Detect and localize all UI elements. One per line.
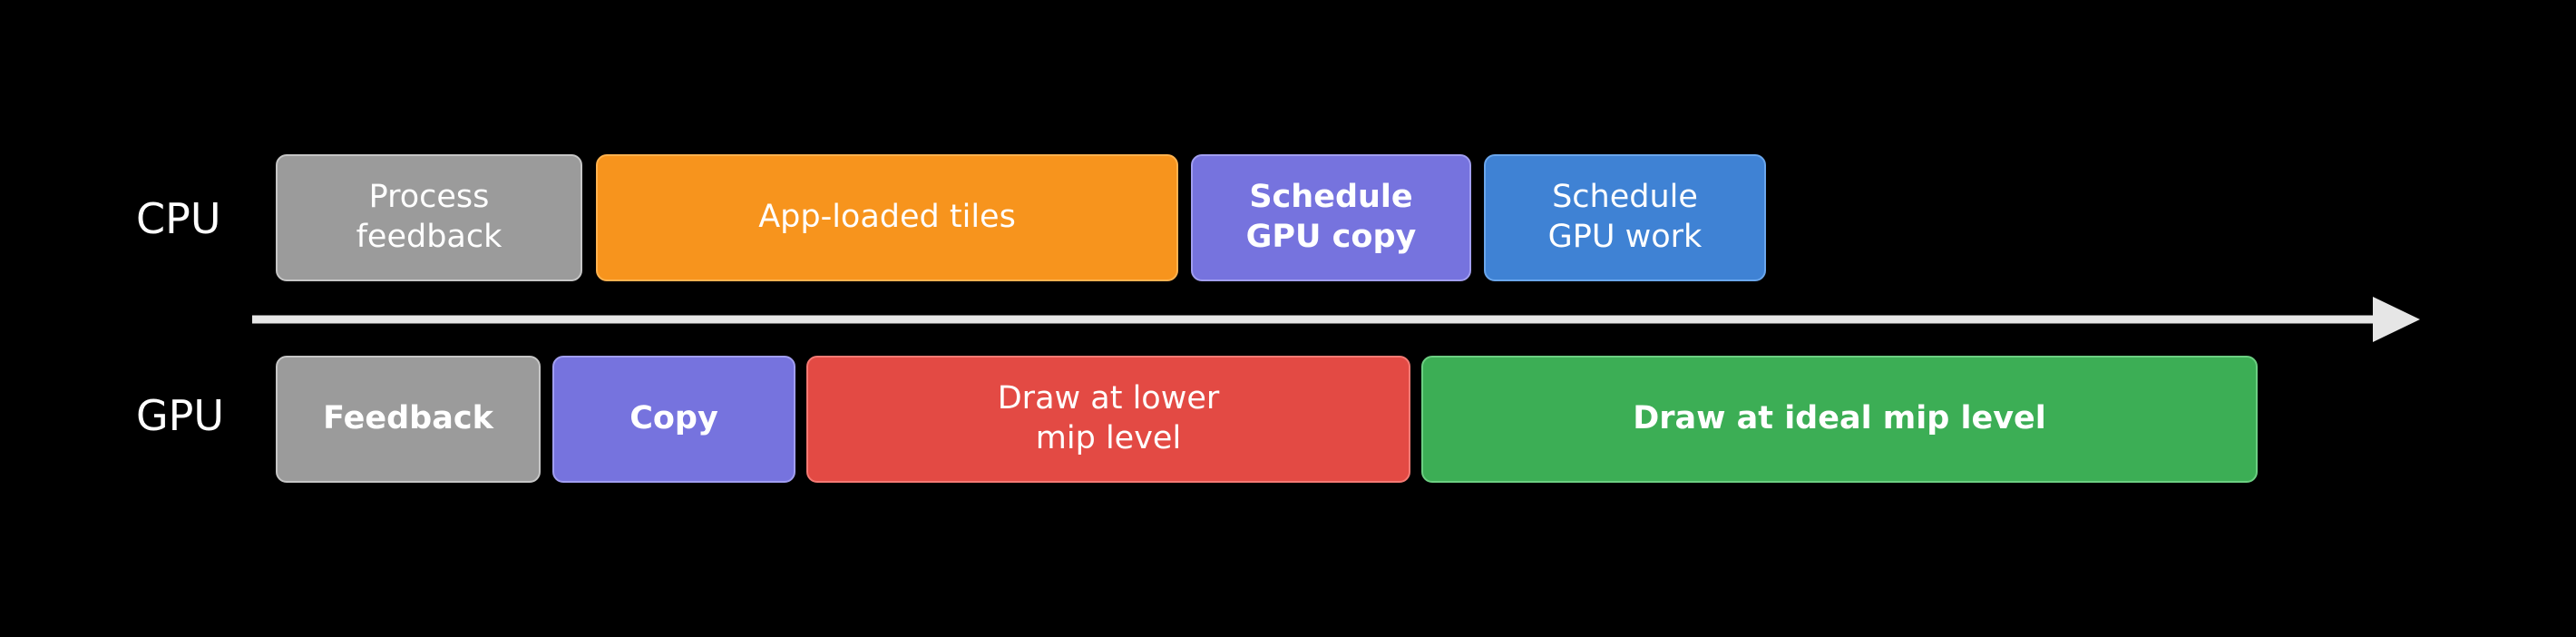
gpu-block-feedback: Feedback [276, 356, 541, 483]
block-label: Draw at lower mip level [997, 380, 1220, 456]
block-label: Schedule GPU work [1547, 179, 1703, 255]
block-label: Process feedback [356, 179, 503, 255]
block-label: Schedule GPU copy [1245, 179, 1417, 255]
block-label: Draw at ideal mip level [1633, 400, 2046, 437]
block-label: Copy [629, 400, 718, 437]
cpu-block-schedule-gpu-copy: Schedule GPU copy [1191, 154, 1471, 281]
gpu-block-copy: Copy [552, 356, 795, 483]
block-label: Feedback [323, 400, 493, 437]
cpu-block-app-loaded-tiles: App-loaded tiles [596, 154, 1178, 281]
cpu-block-schedule-gpu-work: Schedule GPU work [1484, 154, 1766, 281]
cpu-block-process-feedback: Process feedback [276, 154, 582, 281]
gpu-block-draw-ideal-mip: Draw at ideal mip level [1421, 356, 2258, 483]
cpu-row-label: CPU [136, 194, 221, 243]
gpu-block-draw-lower-mip: Draw at lower mip level [806, 356, 1410, 483]
block-label: App-loaded tiles [758, 199, 1016, 236]
gpu-row-label: GPU [136, 391, 225, 440]
timeline-arrowhead [2373, 297, 2420, 342]
